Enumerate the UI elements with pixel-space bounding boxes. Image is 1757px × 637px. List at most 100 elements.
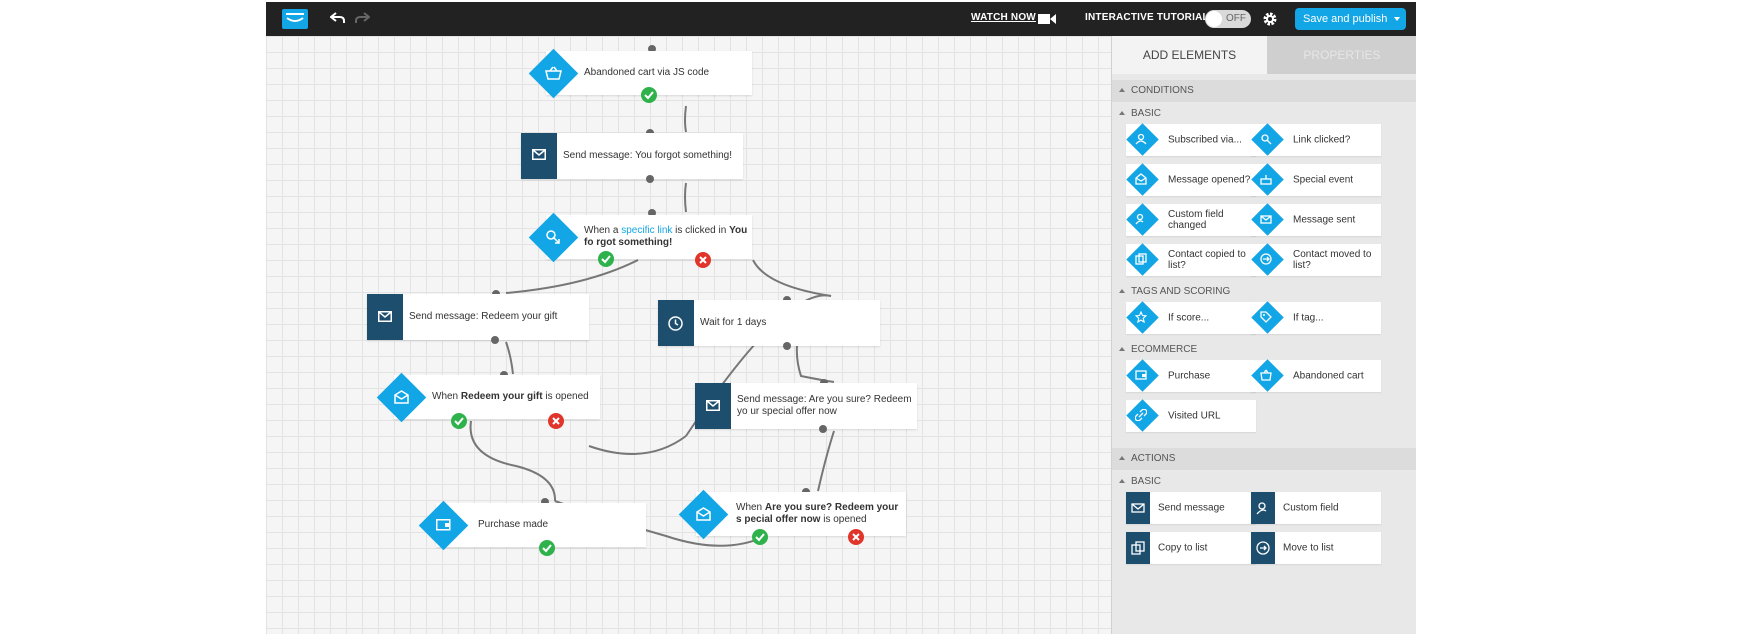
- person-edit-icon: [1135, 213, 1144, 225]
- clock-icon: [668, 316, 683, 331]
- envelope-icon: [532, 149, 546, 160]
- element-if-tag[interactable]: If tag...: [1251, 301, 1381, 334]
- element-message-opened[interactable]: Message opened?: [1126, 163, 1256, 196]
- element-subscribed-via[interactable]: Subscribed via...: [1126, 123, 1256, 156]
- action-square: [1126, 492, 1150, 524]
- element-contact-copied[interactable]: Contact copied to list?: [1126, 243, 1256, 276]
- node-when-redeem-opened[interactable]: When Redeem your gift is opened: [394, 375, 600, 419]
- no-connector[interactable]: [695, 252, 711, 268]
- element-custom-field-changed[interactable]: Custom field changed: [1126, 203, 1256, 236]
- top-bar: WATCH NOW INTERACTIVE TUTORIAL OFF Save …: [266, 2, 1416, 36]
- element-if-score[interactable]: If score...: [1126, 301, 1256, 334]
- element-copy-to-list[interactable]: Copy to list: [1126, 532, 1256, 564]
- envelope-icon: [1131, 503, 1145, 513]
- yes-connector[interactable]: [752, 529, 768, 545]
- video-camera-icon[interactable]: [1038, 13, 1056, 25]
- no-connector[interactable]: [548, 413, 564, 429]
- node-send-redeem[interactable]: Send message: Redeem your gift: [367, 294, 589, 340]
- label-post: is opened: [542, 391, 589, 402]
- element-contact-moved[interactable]: Contact moved to list?: [1251, 243, 1381, 276]
- envelope-open-icon: [1135, 173, 1147, 185]
- node-label: Send message: Are you sure? Redeem yo ur…: [737, 394, 912, 417]
- group-actions-basic[interactable]: BASIC: [1112, 476, 1161, 487]
- element-label: Custom field: [1283, 502, 1339, 514]
- workflow-editor: WATCH NOW INTERACTIVE TUTORIAL OFF Save …: [266, 2, 1416, 634]
- interactive-tutorial-label: INTERACTIVE TUTORIAL: [1085, 12, 1209, 23]
- gear-icon[interactable]: [1262, 11, 1278, 27]
- label-pre: When: [432, 391, 461, 402]
- connector-port[interactable]: [646, 175, 654, 183]
- node-send-are-you-sure[interactable]: Send message: Are you sure? Redeem yo ur…: [695, 383, 917, 429]
- connector-port[interactable]: [783, 342, 791, 350]
- redo-icon[interactable]: [354, 11, 370, 25]
- action-square: [1251, 492, 1275, 524]
- tab-properties[interactable]: PROPERTIES: [1267, 36, 1416, 74]
- group-tags-and-scoring[interactable]: TAGS AND SCORING: [1112, 286, 1230, 297]
- undo-icon[interactable]: [330, 11, 346, 25]
- basket-icon: [545, 66, 562, 80]
- yes-connector[interactable]: [451, 413, 467, 429]
- save-and-publish-button[interactable]: Save and publish: [1295, 8, 1406, 30]
- connector-port[interactable]: [491, 336, 499, 344]
- element-move-to-list[interactable]: Move to list: [1251, 532, 1381, 564]
- label-pre: When: [736, 502, 765, 513]
- link-click-icon: [546, 230, 560, 244]
- label-bold: Are you sure? Redeem your s pecial offer…: [736, 502, 899, 525]
- star-icon: [1135, 311, 1147, 323]
- element-purchase[interactable]: Purchase: [1126, 359, 1256, 392]
- tutorial-toggle[interactable]: OFF: [1205, 10, 1251, 28]
- node-label: When Redeem your gift is opened: [432, 391, 589, 403]
- element-label: Visited URL: [1168, 410, 1221, 422]
- collapse-arrow-icon: [1119, 347, 1125, 351]
- element-label: If tag...: [1293, 312, 1324, 324]
- node-purchase-made[interactable]: Purchase made: [436, 503, 646, 547]
- section-actions[interactable]: ACTIONS: [1112, 448, 1416, 470]
- save-and-publish-label: Save and publish: [1303, 13, 1388, 25]
- group-title: BASIC: [1131, 108, 1162, 119]
- yes-connector[interactable]: [641, 87, 657, 103]
- person-edit-icon: [1256, 502, 1267, 515]
- element-abandoned-cart[interactable]: Abandoned cart: [1251, 359, 1381, 392]
- connector-port[interactable]: [648, 209, 656, 217]
- yes-connector[interactable]: [598, 251, 614, 267]
- logo-icon[interactable]: [282, 9, 308, 29]
- group-basic[interactable]: BASIC: [1112, 108, 1161, 119]
- cake-icon: [1260, 175, 1272, 185]
- node-when-sure-opened[interactable]: When Are you sure? Redeem your s pecial …: [696, 492, 906, 536]
- element-label: Contact moved to list?: [1293, 249, 1372, 271]
- specific-link[interactable]: specific link: [621, 225, 673, 236]
- node-label: Wait for 1 days: [700, 317, 767, 328]
- yes-connector[interactable]: [539, 540, 555, 556]
- element-visited-url[interactable]: Visited URL: [1126, 399, 1256, 432]
- element-label: Message sent: [1293, 214, 1356, 226]
- collapse-arrow-icon: [1119, 479, 1125, 483]
- element-link-clicked[interactable]: Link clicked?: [1251, 123, 1381, 156]
- group-ecommerce[interactable]: ECOMMERCE: [1112, 344, 1197, 355]
- section-title: CONDITIONS: [1131, 85, 1194, 96]
- no-connector[interactable]: [848, 529, 864, 545]
- element-label: Purchase: [1168, 370, 1211, 382]
- element-send-message[interactable]: Send message: [1126, 492, 1256, 524]
- node-wait[interactable]: Wait for 1 days: [658, 300, 880, 346]
- node-label: Send message: Redeem your gift: [409, 311, 558, 322]
- node-when-link-clicked[interactable]: When a specific link is clicked in You f…: [546, 215, 752, 259]
- watch-now-link[interactable]: WATCH NOW: [971, 12, 1036, 23]
- element-special-event[interactable]: Special event: [1251, 163, 1381, 196]
- tab-add-elements[interactable]: ADD ELEMENTS: [1112, 36, 1267, 74]
- connector-port[interactable]: [819, 425, 827, 433]
- label-bold: You fo rgot something!: [584, 225, 748, 248]
- workflow-canvas[interactable]: Abandoned cart via JS code Send message:…: [266, 36, 1111, 634]
- node-send-forgot[interactable]: Send message: You forgot something!: [521, 133, 743, 179]
- envelope-open-icon: [696, 507, 711, 521]
- connector-port[interactable]: [648, 45, 656, 53]
- element-message-sent[interactable]: Message sent: [1251, 203, 1381, 236]
- connector-port[interactable]: [541, 498, 549, 506]
- section-conditions[interactable]: CONDITIONS: [1112, 80, 1416, 102]
- action-square: [1126, 532, 1150, 564]
- element-label: Subscribed via...: [1168, 134, 1242, 146]
- collapse-arrow-icon: [1119, 456, 1125, 460]
- element-custom-field[interactable]: Custom field: [1251, 492, 1381, 524]
- label-post: is opened: [820, 514, 867, 525]
- chevron-down-icon[interactable]: [1394, 17, 1400, 21]
- envelope-send-icon: [1260, 215, 1272, 224]
